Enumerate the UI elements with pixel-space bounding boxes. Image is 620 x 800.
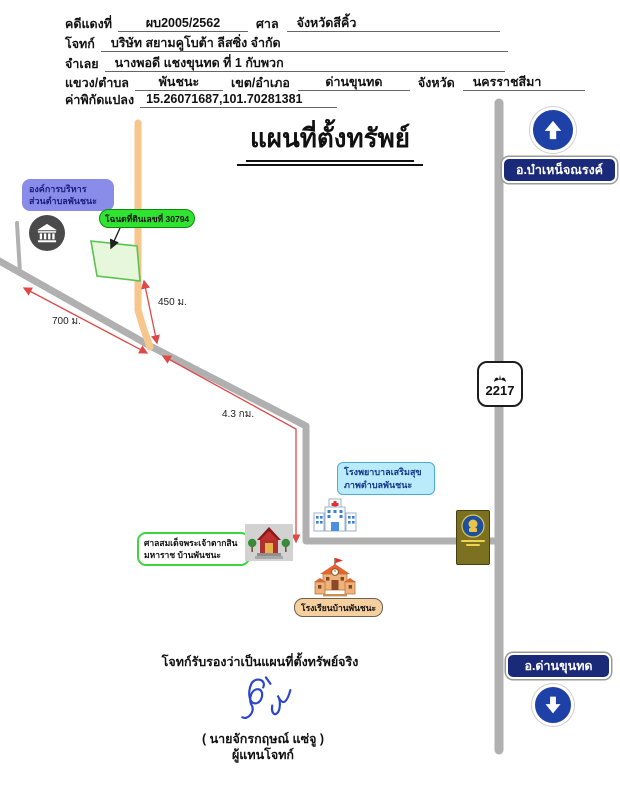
court-value: จังหวัดสีคิ้ว	[286, 16, 500, 32]
title-underline	[237, 164, 423, 166]
header-row-location: แขวง/ตำบล พันชนะ เขต/อำเภอ ด่านขุนทด จัง…	[65, 75, 585, 91]
map-title-text: แผนที่ตั้งทรัพย์	[246, 118, 414, 162]
deed-number-label: โฉนดที่ดินเลขที่ 30794	[99, 209, 196, 228]
down-arrow-icon	[545, 696, 561, 714]
garuda-icon	[494, 374, 506, 382]
district-value: ด่านขุนทด	[297, 75, 410, 91]
plaintiff-value: บริษัท สยามคูโบต้า ลีสซิ่ง จำกัด	[100, 36, 508, 52]
up-arrow-icon	[544, 120, 562, 140]
deed-pointer-arrow	[109, 227, 121, 250]
temple-emblem-sign	[456, 510, 490, 565]
plaintiff-label: โจทก์	[65, 37, 95, 51]
shrine-label: ศาลสมเด็จพระเจ้าตากสิน มหาราช บ้านพันชนะ	[137, 532, 250, 566]
header-row-case: คดีแดงที่ ผบ2005/2562 ศาล จังหวัดสีคิ้ว	[65, 16, 500, 32]
school-marker	[312, 556, 358, 603]
header-row-plaintiff: โจทก์ บริษัท สยามคูโบต้า ลีสซิ่ง จำกัด	[65, 36, 508, 52]
coordinates-label: ค่าพิกัดแปลง	[65, 93, 135, 107]
certification-statement: โจทก์รับรองว่าเป็นแผนที่ตั้งทรัพย์จริง	[161, 655, 359, 669]
hospital-marker	[312, 498, 358, 537]
hospital-label-line1: โรงพยาบาลเสริมสุข	[344, 467, 422, 477]
coordinates-value: 15.26071687,101.70281381	[140, 92, 338, 108]
province-label: จังหวัด	[417, 76, 455, 90]
north-district-label: อ.บำเหน็จณรงค์	[515, 163, 604, 177]
distance-700m: 700 ม.	[52, 316, 81, 327]
thai-shrine-icon	[245, 524, 293, 561]
signer-role: ผู้แทนโจทก์	[231, 748, 294, 762]
north-district-sign: อ.บำเหน็จณรงค์	[502, 157, 617, 183]
local-road	[0, 257, 501, 545]
shrine-label-line2: มหาราช บ้านพันชนะ	[144, 550, 221, 560]
south-district-sign: อ.ด่านขุนทด	[506, 653, 611, 679]
district-label: เขต/อำเภอ	[230, 76, 290, 90]
up-arrow-sign	[530, 107, 576, 153]
header-row-defendant: จำเลย นางพอดี แชงขุนทด ที่ 1 กับพวก	[65, 56, 505, 72]
government-office-marker	[29, 215, 65, 251]
sign-text-line2	[466, 544, 480, 546]
sign-text-line	[461, 540, 485, 542]
case-no-value: ผบ2005/2562	[118, 16, 248, 32]
temple-emblem-icon	[461, 514, 485, 538]
map-title: แผนที่ตั้งทรัพย์	[230, 118, 430, 166]
hospital-building-icon	[313, 498, 357, 532]
school-label-text: โรงเรียนบ้านพันชนะ	[301, 602, 377, 613]
sao-office-label-line2: ส่วนตำบลพันชนะ	[29, 196, 98, 206]
signer-name: ( นายจักรกฤษณ์ แซ่จู )	[201, 732, 325, 746]
down-arrow-sign	[532, 684, 574, 726]
shrine-label-line1: ศาลสมเด็จพระเจ้าตากสิน	[144, 538, 238, 548]
bank-building-icon	[37, 223, 57, 243]
land-plot-parcel	[90, 240, 141, 282]
court-label: ศาล	[256, 17, 279, 31]
hospital-label: โรงพยาบาลเสริมสุข ภาพตำบลพันชนะ	[337, 462, 435, 495]
defendant-label: จำเลย	[65, 57, 99, 71]
highway-route-shield: 2217	[477, 361, 523, 407]
signer-block: ( นายจักรกฤษณ์ แซ่จู ) ผู้แทนโจทก์	[130, 731, 396, 763]
access-road-orange	[134, 119, 154, 351]
measure-450m-arrow	[141, 279, 160, 345]
hospital-label-line2: ภาพตำบลพันชนะ	[344, 479, 413, 490]
signature-handwriting	[241, 676, 292, 719]
south-district-label: อ.ด่านขุนทด	[524, 659, 593, 673]
province-value: นครราชสีมา	[462, 75, 585, 91]
signature	[236, 673, 294, 734]
subdistrict-value: พันชนะ	[134, 75, 223, 91]
distance-450m: 450 ม.	[158, 297, 187, 308]
deed-number-text: โฉนดที่ดินเลขที่ 30794	[105, 213, 190, 224]
subdistrict-label: แขวง/ตำบล	[65, 76, 129, 90]
measure-700m-arrow	[22, 287, 149, 354]
distance-4-3km: 4.3 กม.	[222, 409, 255, 420]
school-label: โรงเรียนบ้านพันชนะ	[294, 598, 384, 617]
measure-4-3km-arrow	[161, 355, 301, 544]
sao-office-label: องค์การบริหาร ส่วนตำบลพันชนะ	[22, 179, 114, 211]
sao-office-label-line1: องค์การบริหาร	[29, 184, 87, 194]
highway-route-number: 2217	[485, 382, 515, 398]
header-row-coordinates: ค่าพิกัดแปลง 15.26071687,101.70281381	[65, 92, 338, 108]
defendant-value: นางพอดี แชงขุนทด ที่ 1 กับพวก	[104, 56, 505, 72]
school-building-icon	[314, 558, 356, 597]
shrine-marker	[245, 524, 293, 566]
branch-road	[15, 221, 22, 275]
case-no-label: คดีแดงที่	[65, 17, 112, 31]
